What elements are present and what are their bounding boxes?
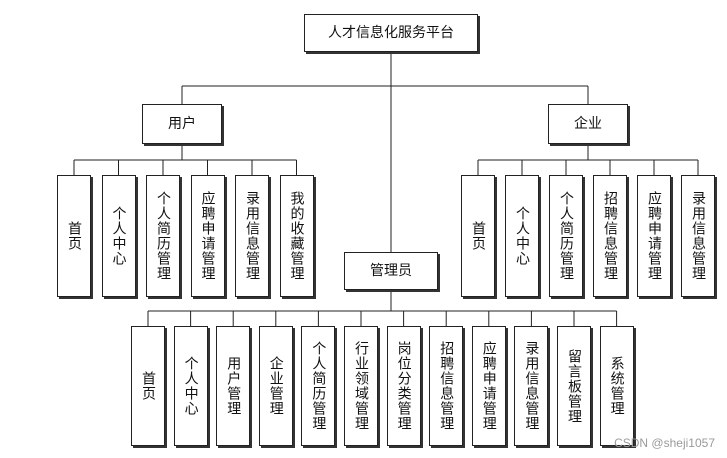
admin-child-label: 企业管理 [267,356,284,416]
root-node-label: 人才信息化服务平台 [328,25,454,41]
user-child-label: 个人简历管理 [155,191,171,281]
admin-child-label: 个人中心 [182,356,199,416]
enterprise-child-node: 个人简历管理 [549,175,583,297]
user-node-label: 用户 [168,116,196,132]
admin-child-label: 留言板管理 [566,348,582,424]
enterprise-node: 企业 [548,104,628,144]
admin-child-node: 留言板管理 [557,326,591,446]
admin-child-label: 个人简历管理 [310,341,327,431]
user-child-node: 个人中心 [101,175,136,297]
enterprise-child-label: 首页 [470,221,486,251]
watermark: CSDN @sheji1057 [614,436,715,450]
admin-child-label: 用户管理 [225,356,242,416]
enterprise-child-label: 个人中心 [514,206,530,266]
admin-child-node: 系统管理 [599,326,634,446]
admin-child-node: 个人简历管理 [301,326,336,446]
user-child-node: 我的收藏管理 [279,175,314,297]
admin-child-label: 应聘申请管理 [480,341,497,431]
admin-child-label: 系统管理 [608,356,625,416]
admin-child-label: 录用信息管理 [523,341,540,431]
user-child-node: 首页 [57,175,91,297]
enterprise-child-node: 应聘申请管理 [637,175,671,297]
admin-node-label: 管理员 [370,263,412,279]
enterprise-child-node: 个人中心 [505,175,539,297]
user-child-node: 应聘申请管理 [190,175,225,297]
admin-child-node: 行业领域管理 [344,326,378,446]
enterprise-child-label: 应聘申请管理 [646,191,662,281]
user-child-label: 首页 [66,221,82,251]
user-child-node: 个人简历管理 [146,175,180,297]
enterprise-child-node: 招聘信息管理 [593,175,627,297]
admin-child-node: 用户管理 [216,326,251,446]
admin-node: 管理员 [344,252,438,290]
admin-child-node: 首页 [131,326,165,446]
enterprise-child-label: 个人简历管理 [558,191,574,281]
enterprise-child-node: 首页 [461,175,495,297]
admin-child-label: 招聘信息管理 [438,341,455,431]
admin-child-label: 首页 [140,371,156,401]
admin-child-label: 行业领域管理 [353,341,369,431]
user-child-label: 我的收藏管理 [288,191,305,281]
enterprise-child-node: 录用信息管理 [681,175,715,297]
enterprise-child-label: 招聘信息管理 [602,191,618,281]
user-child-label: 个人中心 [110,206,127,266]
enterprise-child-label: 录用信息管理 [690,191,706,281]
user-child-label: 应聘申请管理 [199,191,216,281]
admin-child-node: 岗位分类管理 [386,326,421,446]
root-node: 人才信息化服务平台 [304,14,478,52]
admin-child-node: 企业管理 [258,326,293,446]
admin-child-node: 招聘信息管理 [429,326,464,446]
enterprise-node-label: 企业 [574,116,602,132]
user-child-node: 录用信息管理 [235,175,269,297]
admin-child-node: 录用信息管理 [514,326,549,446]
admin-child-node: 应聘申请管理 [471,326,506,446]
user-child-label: 录用信息管理 [244,191,260,281]
admin-child-node: 个人中心 [173,326,208,446]
user-node: 用户 [142,104,222,144]
admin-child-label: 岗位分类管理 [395,341,412,431]
